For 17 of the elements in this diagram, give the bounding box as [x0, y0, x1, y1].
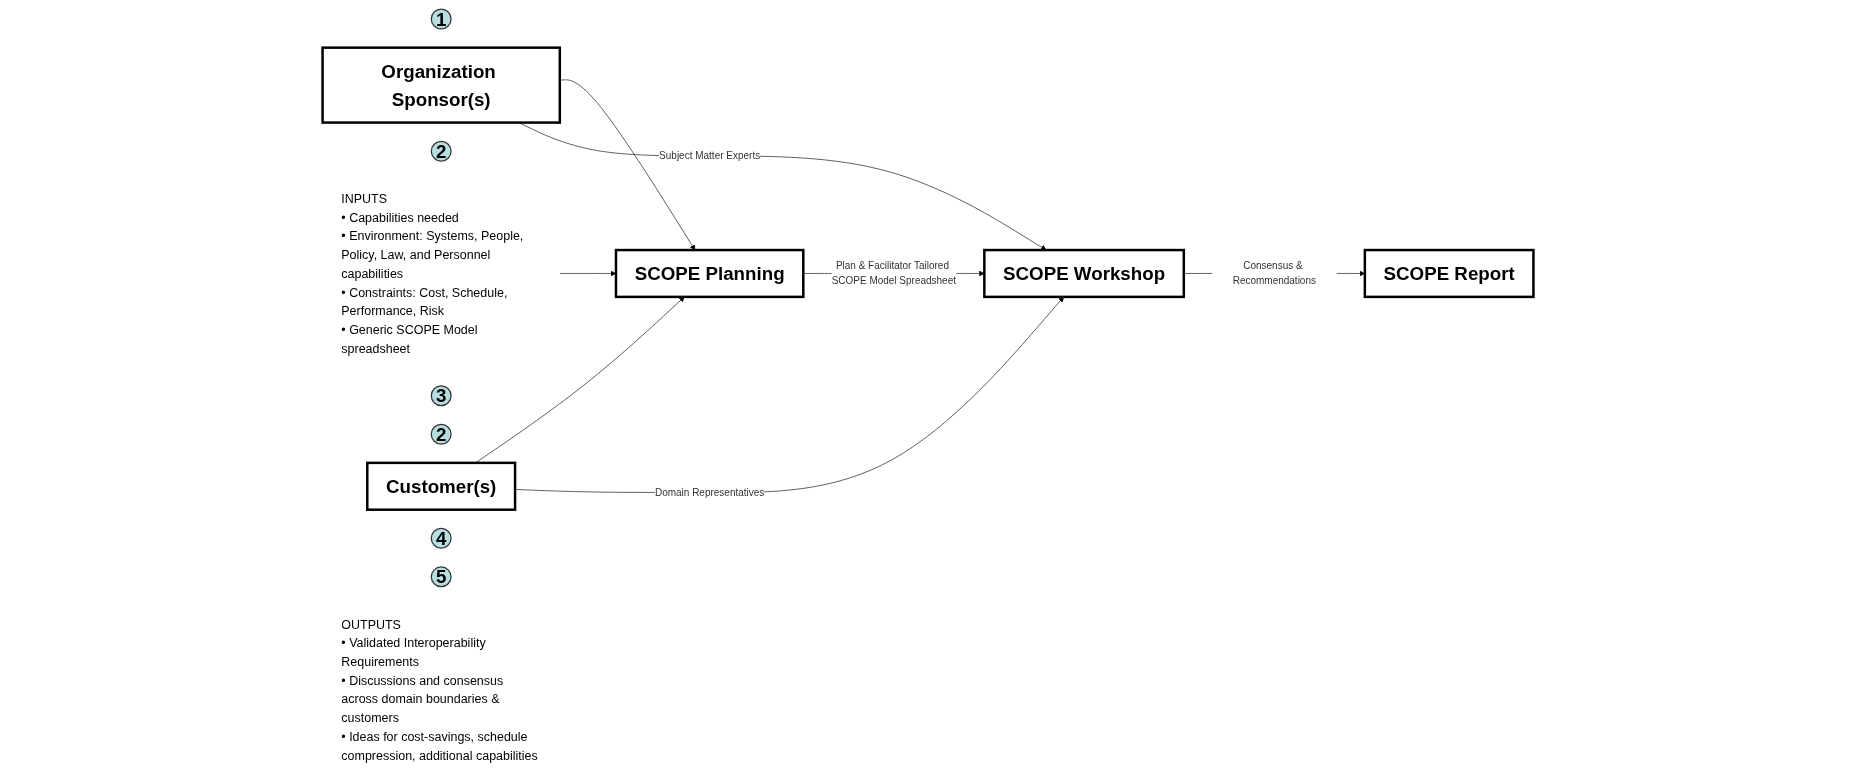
edge-label: Subject Matter Experts — [659, 150, 761, 162]
node-box: Organization Sponsor(s) — [321, 46, 562, 124]
node-box: SCOPE Planning — [614, 248, 805, 299]
node-box: SCOPE Report — [1363, 248, 1535, 299]
edge-label: Consensus & Recommendations — [1232, 260, 1316, 286]
node-circle: 5 — [430, 566, 452, 588]
node-circle: 3 — [430, 385, 452, 407]
node-circle: 1 — [430, 8, 452, 30]
edge-label: Plan & Facilitator Tailored SCOPE Model Spreadsheet — [831, 260, 957, 286]
node-box: SCOPE Workshop — [983, 248, 1186, 299]
node-text: INPUTS • Capabilities needed • Environment: Systems, People, Policy, Law, and Personnel capabilities • Constraints: Cost, Schedule, Performance, Risk • Generic SCOPE Model spreadsheet — [341, 191, 524, 356]
node-circle: 4 — [430, 527, 452, 549]
edge-label: Domain Representatives — [654, 486, 765, 498]
node-circle: 2 — [430, 423, 452, 445]
node-box: Customer(s) — [366, 461, 517, 511]
node-text: OUTPUTS • Validated Interoperability Requirements • Discussions and consensus across domain boundaries & customers • Ideas for cost-savings, schedule compression, additional capabilities — [341, 617, 538, 763]
node-circle: 2 — [430, 140, 452, 162]
